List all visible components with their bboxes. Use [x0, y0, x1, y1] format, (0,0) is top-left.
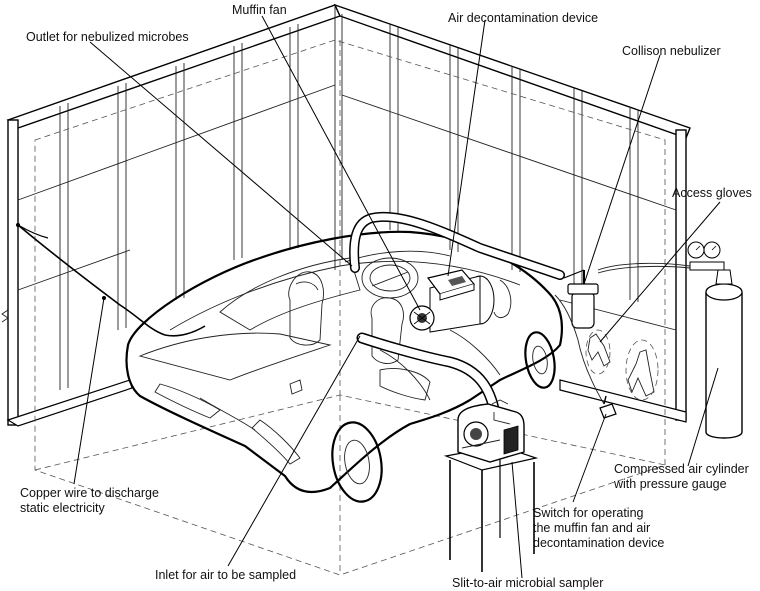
leader-switch: [572, 413, 607, 503]
label-copper-wire: Copper wire to discharge static electric…: [20, 486, 159, 516]
leader-lines: [73, 15, 721, 579]
leader-sampler: [511, 461, 523, 579]
label-switch: Switch for operating the muffin fan and …: [533, 506, 664, 551]
label-switch-line2: the muffin fan and air: [533, 521, 651, 535]
label-switch-line3: decontamination device: [533, 536, 665, 550]
label-muffin-fan: Muffin fan: [232, 3, 287, 17]
leader-collison: [583, 54, 661, 285]
label-collison-nebulizer: Collison nebulizer: [622, 44, 721, 58]
leader-inlet: [227, 335, 361, 567]
access-gloves: [585, 329, 659, 401]
label-copper-line1: Copper wire to discharge: [20, 486, 159, 500]
car: [125, 230, 564, 503]
compressed-air-cylinder: [597, 241, 743, 439]
air-decontamination-device: [426, 269, 476, 301]
muffin-fan: [409, 305, 435, 331]
label-compressed-air-cylinder: Compressed air cylinder with pressure ga…: [614, 462, 749, 492]
leader-cylinder: [687, 367, 719, 467]
leader-outlet: [89, 41, 353, 267]
label-access-gloves: Access gloves: [672, 186, 752, 200]
leader-muffin-fan: [261, 15, 421, 311]
leader-gloves: [599, 201, 721, 343]
label-cylinder-line1: Compressed air cylinder: [614, 462, 749, 476]
copper-wire: [16, 223, 206, 337]
label-outlet-nebulized-microbes: Outlet for nebulized microbes: [26, 30, 189, 44]
label-switch-line1: Switch for operating: [533, 506, 644, 520]
label-air-decontamination-device: Air decontamination device: [448, 11, 599, 25]
label-slit-to-air-sampler: Slit-to-air microbial sampler: [452, 576, 604, 590]
leader-copper: [73, 297, 105, 485]
label-inlet-air-sampled: Inlet for air to be sampled: [155, 568, 297, 582]
collison-nebulizer: [563, 269, 599, 329]
leader-air-decontamination: [447, 19, 486, 277]
label-copper-line2: static electricity: [20, 501, 105, 515]
label-cylinder-line2: with pressure gauge: [614, 477, 727, 491]
microbial-sampler: [443, 399, 539, 572]
air-duct: [349, 211, 565, 426]
enclosure-frame: [1, 3, 691, 427]
switch: [554, 294, 617, 419]
